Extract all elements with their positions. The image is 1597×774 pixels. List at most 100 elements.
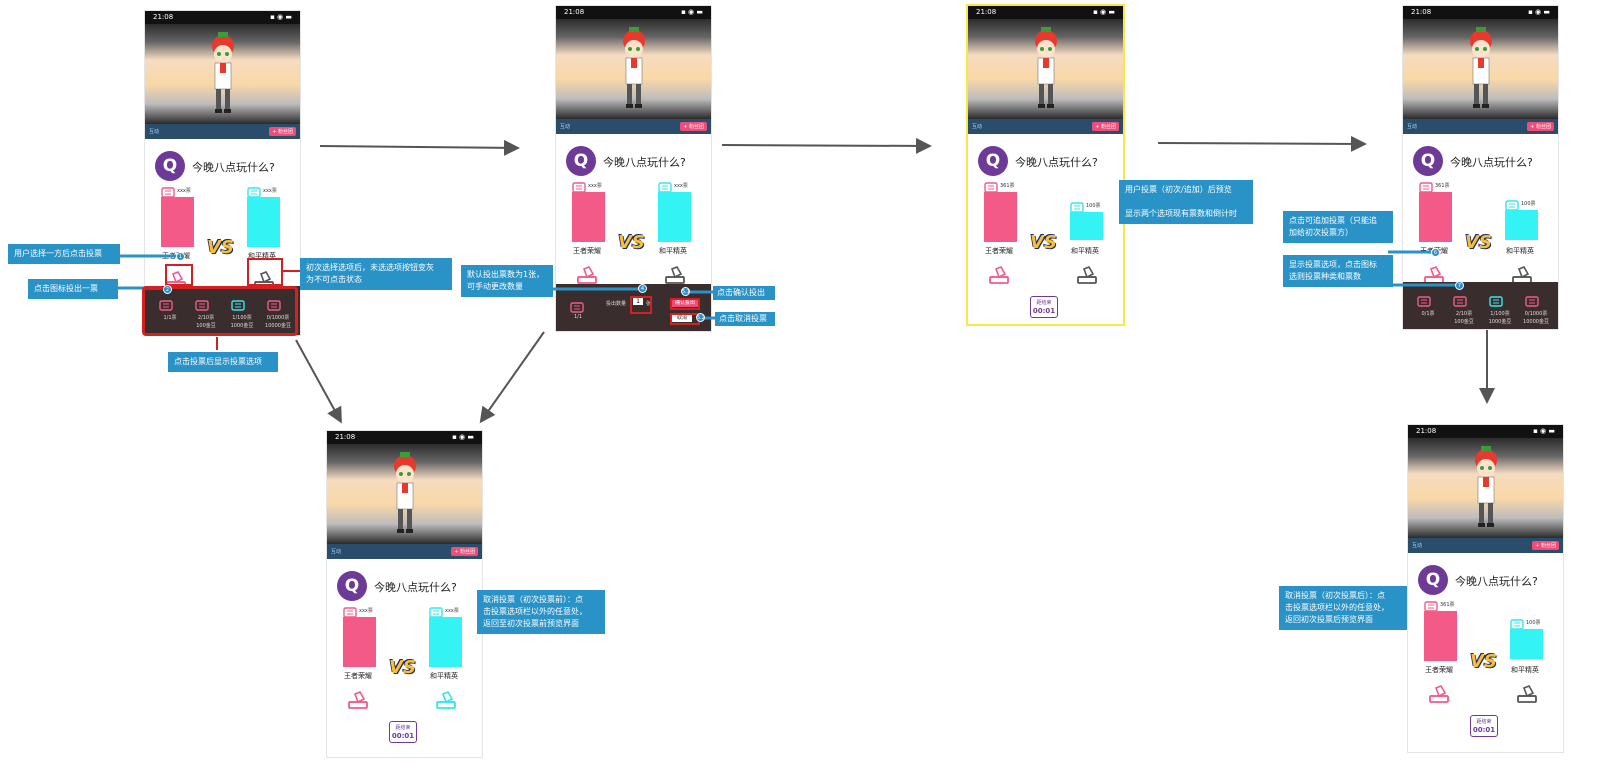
fan-club-button[interactable]: + 粉丝团 [1092,122,1119,131]
status-time: 21:08 [976,8,997,16]
vote-left-icon[interactable] [1428,684,1450,703]
tab-interact[interactable]: 互动 [972,124,983,130]
ticket-type-icon[interactable] [570,298,584,317]
annot-click-icon: 点击图标投出一票 [28,279,118,299]
qty-input[interactable]: 1 [633,298,643,305]
status-bar: 21:08▪ ◉ ▬ [327,431,482,444]
ticket-type-icon[interactable] [1453,292,1467,311]
arrow-c-to-d [1157,135,1367,152]
ticket-type-icon[interactable] [1489,292,1503,311]
question-icon: Q [155,151,185,181]
vote-right-icon[interactable] [664,265,686,284]
right-vote-count: xxx票 [674,183,688,189]
annot-default-qty: 默认投出票数为1张， 可手动更改数量 [461,265,553,297]
step-dot: 6 [1431,248,1440,257]
tab-interact[interactable]: 互动 [560,124,571,130]
live-toolbar: 互动 + 粉丝团 [145,124,300,139]
ticket-type-icon[interactable] [267,296,281,315]
arrow-b-to-c [721,137,932,154]
live-toolbar: 互动 + 粉丝团 [968,119,1123,134]
live-toolbar: 互动 + 粉丝团 [556,119,711,134]
left-vote-count: xxx票 [359,608,373,614]
bar-left [572,192,605,242]
fan-club-button[interactable]: + 粉丝团 [1532,541,1559,550]
tab-interact[interactable]: 互动 [1412,543,1423,549]
highlight-confirm [670,298,700,310]
ticket-type-icon[interactable] [231,296,245,315]
tab-interact[interactable]: 互动 [1407,124,1418,130]
tab-interact[interactable]: 互动 [331,549,342,555]
streamer-avatar [1461,27,1501,113]
annot-select-side: 用户选择一方后点击投票 [8,244,120,264]
live-video [1403,19,1558,119]
status-bar: 21:08▪ ◉ ▬ [968,6,1123,19]
countdown-time: 00:01 [1472,726,1496,734]
question-icon: Q [1418,565,1448,595]
countdown-time: 00:01 [1032,307,1056,315]
cancel-vote-button[interactable]: 取消 [672,313,693,322]
status-bar: 21:08▪ ◉ ▬ [145,11,300,24]
fan-club-button[interactable]: + 粉丝团 [451,547,478,556]
arrow-b-to-e [479,331,545,424]
vote-left-icon[interactable] [988,265,1010,284]
ticket-type-icon[interactable] [159,296,173,315]
question-icon: Q [566,146,596,176]
status-bar: 21:08▪ ◉ ▬ [1408,425,1563,438]
question-icon: Q [1413,146,1443,176]
countdown-time: 00:01 [391,732,415,740]
vote-right-icon[interactable] [435,690,457,709]
status-bar: 21:08▪ ◉ ▬ [556,6,711,19]
confirm-vote-button[interactable]: 确认投出 [672,298,699,307]
status-time: 21:08 [335,433,356,441]
arrow-a-to-e [295,339,342,424]
question-icon: Q [978,146,1008,176]
ticket-type-icon[interactable] [1525,292,1539,311]
left-ticket-count: 1/1 [574,314,583,320]
ticket-cost: 100金豆 [196,323,216,329]
option-right-label: 和平精英 [430,672,458,680]
ticket-count: 1/100票 [1490,311,1510,317]
vote-right-icon[interactable] [1076,265,1098,284]
qty-label: 投出数量 [606,301,627,307]
vote-left-icon[interactable] [576,265,598,284]
step-dot: 4 [638,284,647,293]
step-dot: 5.1 [681,287,690,296]
status-bar: 21:08▪ ◉ ▬ [1403,6,1558,19]
ticket-count: 0/1000票 [266,315,290,321]
versus-icon: VS [389,657,416,678]
ticket-type-icon[interactable] [195,296,209,315]
tab-interact[interactable]: 互动 [149,129,160,135]
fan-club-button[interactable]: + 粉丝团 [1527,122,1554,131]
countdown-label: 距结束 [1036,300,1052,306]
vote-left-icon[interactable] [347,690,369,709]
annot-gray-out: 初次选择选项后，未选选项按钮变灰 为不可点击状态 [300,258,452,290]
fan-club-button[interactable]: + 粉丝团 [680,122,707,131]
status-time: 21:08 [564,8,585,16]
countdown-label: 距结束 [395,725,411,731]
versus-icon: VS [618,232,645,253]
ticket-type-icon[interactable] [1417,292,1431,311]
ticket-cost: 10000金豆 [1523,319,1549,325]
vote-question: 今晚八点玩什么? [1455,575,1538,588]
left-vote-count: 361票 [1000,183,1015,189]
ticket-count: 0/1000票 [1524,311,1548,317]
bar-right [429,617,462,667]
streamer-avatar [1026,27,1066,113]
vote-question: 今晚八点玩什么? [1450,156,1533,169]
status-icons: ▪ ◉ ▬ [1528,8,1550,16]
arrow-a-to-b [319,139,520,156]
fan-club-button[interactable]: + 粉丝团 [269,127,296,136]
vote-right-icon[interactable] [1516,684,1538,703]
annot-cancel: 点击取消投票 [715,312,775,326]
annot-confirm: 点击确认投出 [713,286,775,300]
ticket-count: 0/1票 [1421,311,1435,317]
status-icons: ▪ ◉ ▬ [1533,427,1555,435]
